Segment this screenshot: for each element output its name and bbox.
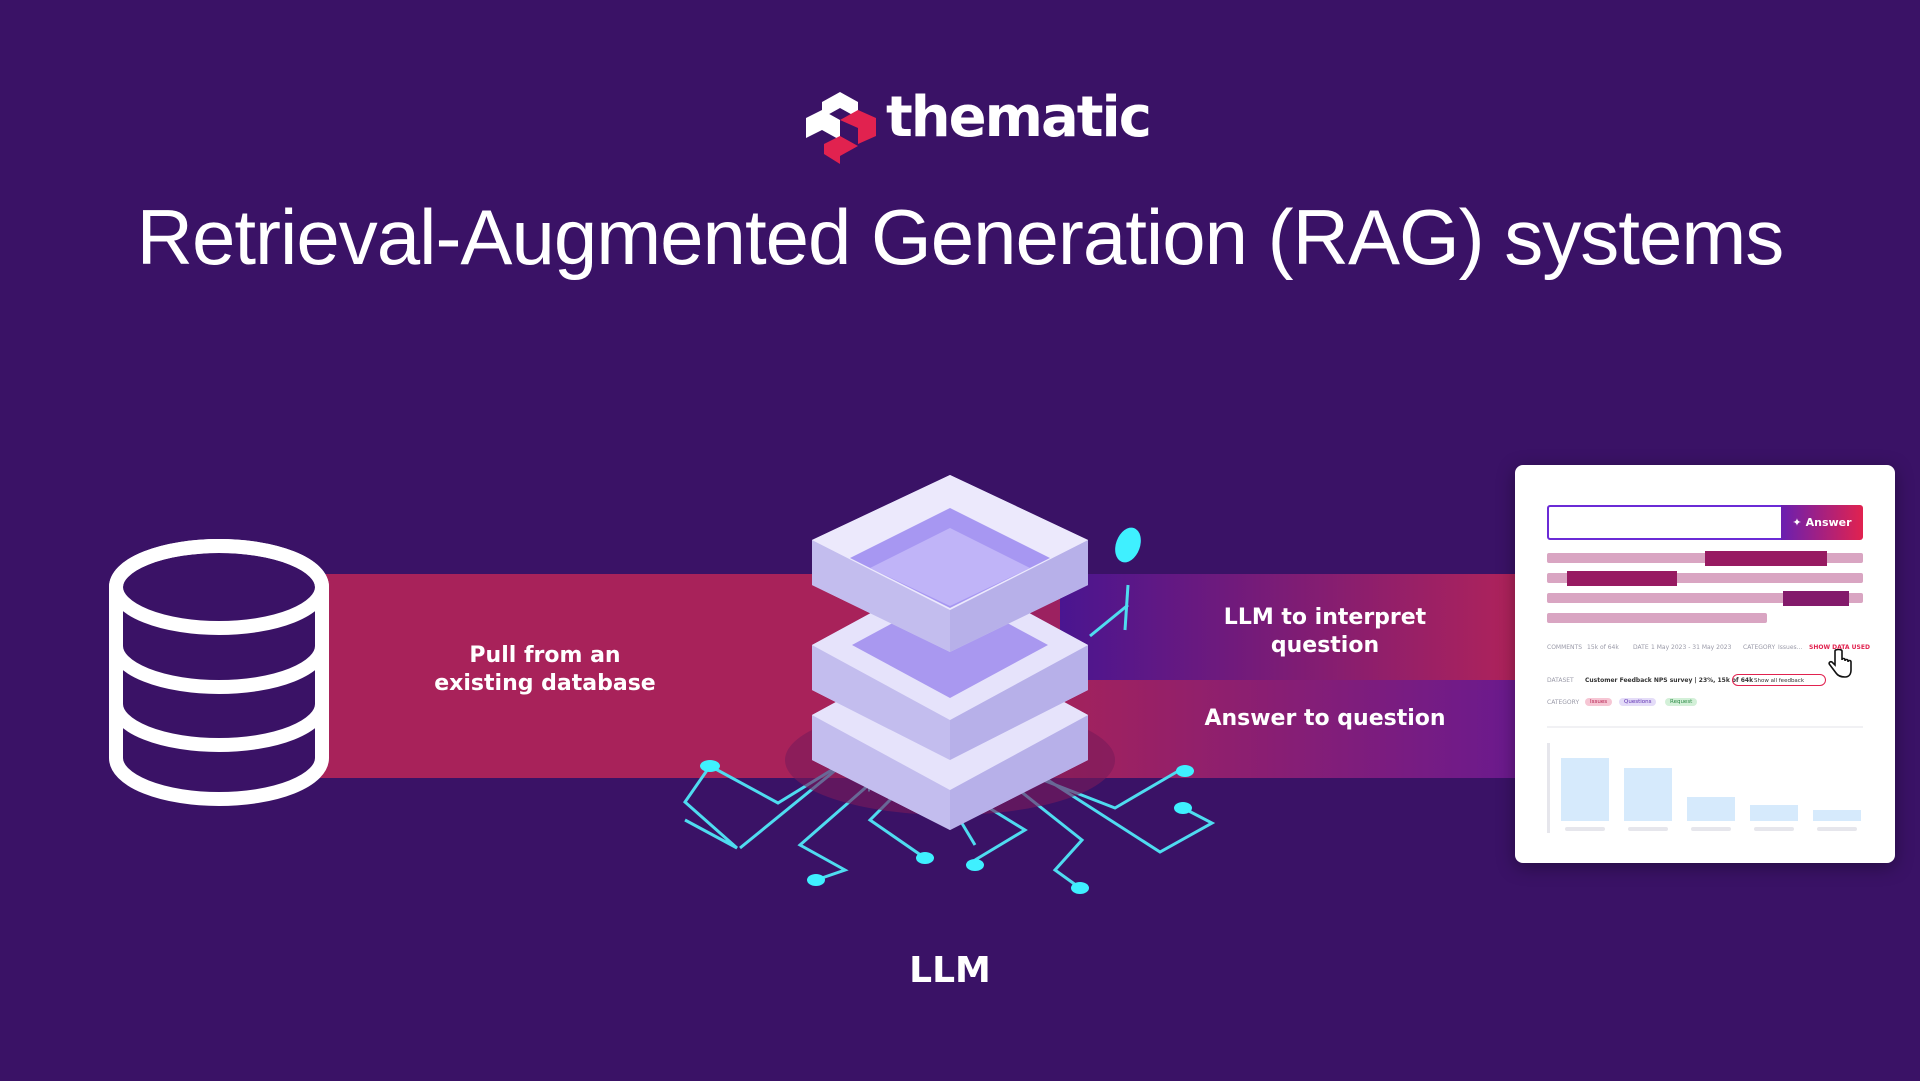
pointer-hand-icon (1828, 649, 1852, 678)
dataset-label: DATASET (1547, 677, 1574, 684)
answer-button-label: Answer (1805, 516, 1852, 529)
question-input[interactable] (1547, 505, 1785, 540)
show-feedback-button[interactable]: Show all feedback (1732, 674, 1826, 686)
dataset-value: Customer Feedback NPS survey | 23%, 15k … (1585, 677, 1754, 684)
flow-band-left (270, 574, 870, 778)
show-data-link[interactable]: SHOW DATA USED (1809, 644, 1870, 651)
date-label: DATE (1633, 644, 1649, 651)
thematic-logo: thematic (806, 90, 1152, 164)
category-meta-label: CATEGORY (1743, 644, 1776, 651)
category-chip-issues[interactable]: Issues (1585, 698, 1613, 706)
answer-screenshot-card: ✦ Answer COMMENTS (1515, 465, 1895, 863)
database-icon (109, 539, 329, 806)
comments-value: 15k of 64k (1587, 644, 1619, 651)
page-title: Retrieval-Augmented Generation (RAG) sys… (136, 193, 1785, 281)
comments-label: COMMENTS (1547, 644, 1583, 651)
sparkle-icon: ✦ (1792, 516, 1802, 529)
label-interpret: LLM to interpret question (1223, 605, 1427, 658)
category-label: CATEGORY (1547, 699, 1580, 706)
answer-button[interactable]: ✦ Answer (1781, 505, 1863, 540)
label-answer: Answer to question (1204, 706, 1446, 731)
label-database: Pull from an existing database (434, 643, 656, 696)
circuit-nodes (700, 527, 1194, 894)
thematic-logo-mark (806, 92, 876, 164)
flow-band-answer (1060, 680, 1520, 778)
category-meta-value: Issues... (1778, 644, 1803, 651)
flow-band-interpret (1060, 574, 1520, 680)
date-value: 1 May 2023 - 31 May 2023 (1651, 644, 1732, 651)
category-chip-request[interactable]: Request (1665, 698, 1698, 706)
llm-label: LLM (909, 950, 991, 991)
answer-bars (1547, 551, 1863, 833)
thematic-logo-text: thematic (886, 85, 1152, 150)
category-chip-questions[interactable]: Questions (1619, 698, 1657, 706)
llm-server-icon (785, 475, 1115, 830)
